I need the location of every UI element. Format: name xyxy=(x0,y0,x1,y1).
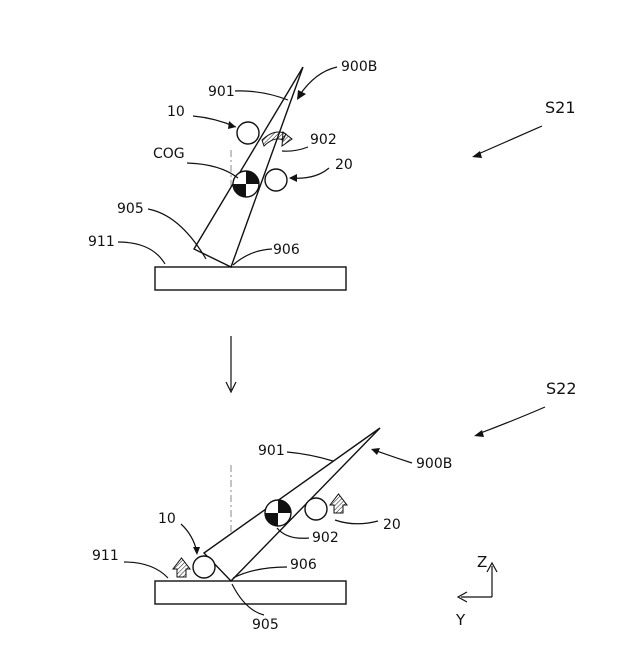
lower-leader-911 xyxy=(124,562,168,578)
lower-roller-10 xyxy=(193,556,215,578)
lower-up-arrow-right xyxy=(330,494,347,513)
upper-label-tip: 906 xyxy=(273,242,300,258)
upper-label-roller-right: 20 xyxy=(335,157,353,173)
upper-label-assembly: 900B xyxy=(341,59,377,75)
axis-indicator: Z Y xyxy=(455,553,497,629)
lower-leader-20 xyxy=(335,520,378,524)
upper-leader-906 xyxy=(233,249,272,265)
upper-leader-911 xyxy=(118,242,165,264)
lower-label-surface: 911 xyxy=(92,548,119,564)
lower-label-roller-right: 20 xyxy=(383,517,401,533)
upper-label-blade: 901 xyxy=(208,84,235,100)
upper-state: 901 10 902 COG 20 905 911 906 900B S21 xyxy=(88,59,576,290)
z-axis-label: Z xyxy=(477,553,487,571)
transition-arrow xyxy=(226,336,236,392)
upper-step-label: S21 xyxy=(545,98,576,117)
lower-label-edge-top: 902 xyxy=(312,530,339,546)
lower-up-arrow-left xyxy=(173,558,190,577)
upper-leader-902 xyxy=(282,147,308,151)
upper-leader-901 xyxy=(235,91,288,100)
lower-cog-marker xyxy=(265,500,291,526)
lower-label-edge-bottom: 905 xyxy=(252,617,279,633)
lower-leader-901 xyxy=(287,452,333,461)
lower-step-arrow xyxy=(478,407,545,434)
lower-roller-20 xyxy=(305,498,327,520)
y-axis-label: Y xyxy=(455,611,466,629)
upper-label-surface: 911 xyxy=(88,234,115,250)
upper-roller-10 xyxy=(237,122,259,144)
lower-label-assembly: 900B xyxy=(416,456,452,472)
lower-step-label: S22 xyxy=(546,379,577,398)
lower-label-roller-left: 10 xyxy=(158,511,176,527)
lower-label-blade: 901 xyxy=(258,443,285,459)
lower-base-plate xyxy=(155,581,346,604)
upper-leader-905 xyxy=(148,209,206,259)
upper-label-cog: COG xyxy=(153,146,185,162)
upper-label-edge-bottom: 905 xyxy=(117,201,144,217)
upper-cog-marker xyxy=(233,171,259,197)
lower-leader-900b xyxy=(374,450,412,463)
upper-label-roller-left: 10 xyxy=(167,104,185,120)
upper-leader-cog xyxy=(187,163,238,178)
upper-step-arrow xyxy=(476,126,542,155)
lower-label-tip: 906 xyxy=(290,557,317,573)
upper-label-edge-top: 902 xyxy=(310,132,337,148)
upper-leader-900b xyxy=(299,67,337,96)
lower-state: 901 900B 10 20 902 911 906 905 S22 xyxy=(92,379,577,633)
upper-base-plate xyxy=(155,267,346,290)
upper-roller-20 xyxy=(265,169,287,191)
